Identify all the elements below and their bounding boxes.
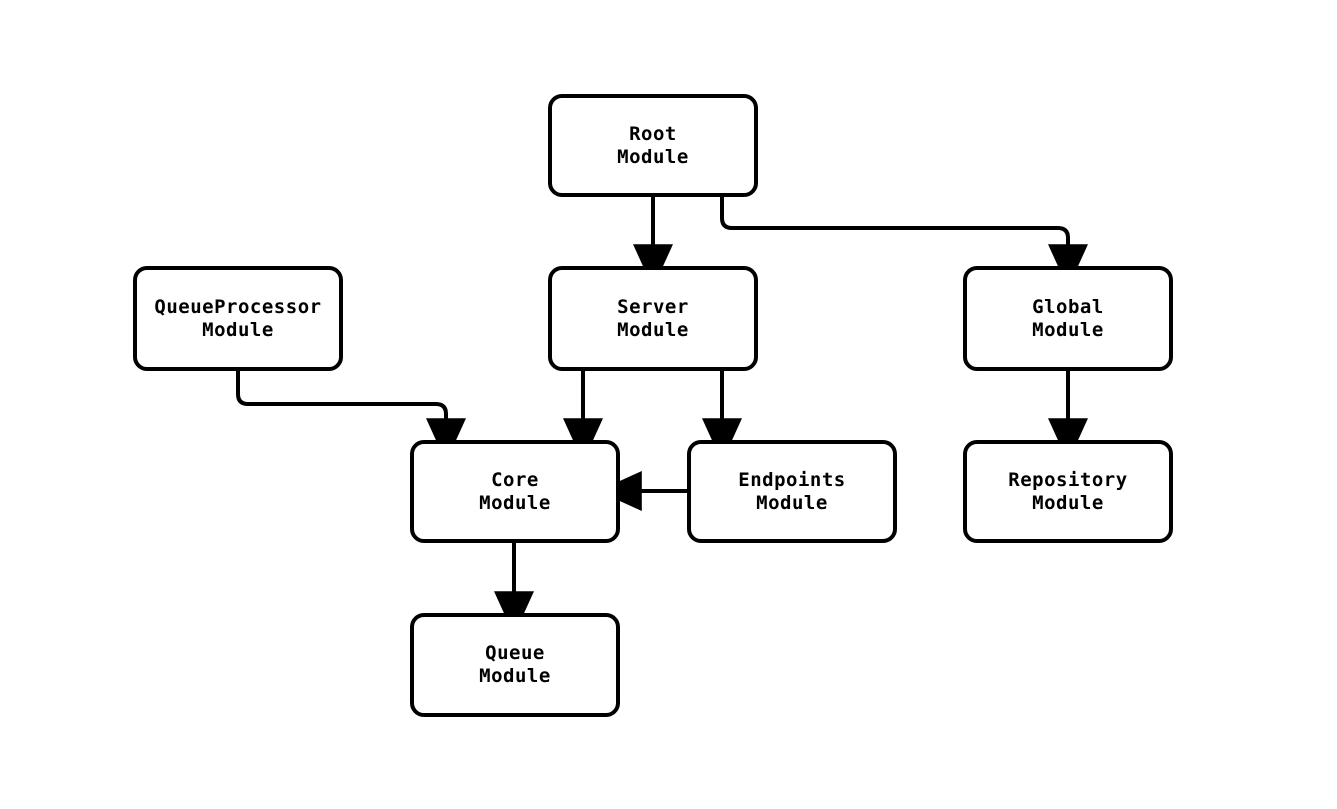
- node-queue-module-label-line1: Queue: [485, 642, 545, 664]
- node-server-module-label-line2: Module: [617, 318, 689, 341]
- node-global-module-label-line2: Module: [1032, 318, 1104, 341]
- node-global-module[interactable]: Global Module: [963, 266, 1173, 371]
- node-global-module-label-line1: Global: [1032, 295, 1104, 318]
- node-root-module-label-line1: Root: [629, 122, 677, 145]
- node-core-module-label-line2: Module: [479, 491, 551, 514]
- node-endpoints-module[interactable]: Endpoints Module: [687, 440, 897, 543]
- edge-root-to-global: [720, 197, 1088, 289]
- node-repository-module-label-line1: Repository: [1008, 468, 1128, 491]
- node-server-module[interactable]: Server Module: [548, 266, 758, 371]
- node-endpoints-module-label-line2: Module: [756, 491, 828, 514]
- node-endpoints-module-label-line1: Endpoints: [738, 468, 846, 491]
- node-repository-module-label-line2: Module: [1032, 491, 1104, 514]
- node-repository-module[interactable]: Repository Module: [963, 440, 1173, 543]
- node-queueprocessor-module-label-line1: QueueProcessor: [154, 295, 322, 318]
- node-queue-module-label-line2: Module: [479, 665, 551, 687]
- edge-queueprocessor-to-core: [236, 371, 466, 463]
- node-queueprocessor-module-label-line2: Module: [202, 318, 274, 341]
- node-root-module-label-line2: Module: [617, 145, 689, 168]
- node-core-module[interactable]: Core Module: [410, 440, 620, 543]
- node-queueprocessor-module[interactable]: QueueProcessor Module: [133, 266, 343, 371]
- node-core-module-label-line1: Core: [491, 468, 539, 491]
- node-server-module-label-line1: Server: [617, 295, 689, 318]
- node-root-module[interactable]: Root Module: [548, 94, 758, 197]
- node-queue-module[interactable]: Queue Module: [410, 613, 620, 717]
